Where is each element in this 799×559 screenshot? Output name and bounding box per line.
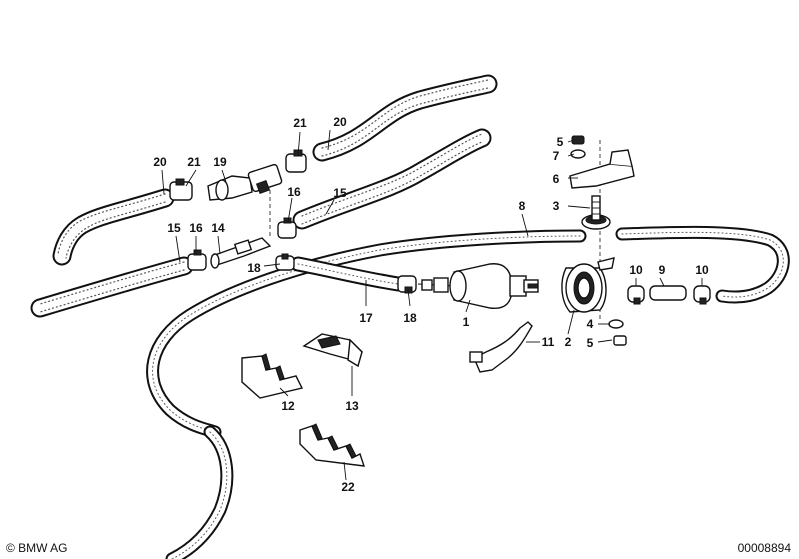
nut-5-lower [613,335,627,346]
clamp-21-left [169,178,193,201]
connector-19 [207,163,283,201]
callout-5-upper: 5 [557,135,564,149]
clamp-16-upper [277,217,297,239]
callout-20-left: 20 [153,155,167,169]
callout-16-lower: 16 [189,221,203,235]
bracket-13 [302,333,364,368]
hose-20-upper [312,74,498,162]
callout-14: 14 [211,221,225,235]
callout-19: 19 [213,155,227,169]
callout-11: 11 [542,335,555,349]
clamp-18-left [275,253,295,271]
callout-10-left: 10 [629,263,643,277]
callout-5-lower: 5 [587,336,594,350]
washer-4 [608,319,624,329]
leader-lines [161,129,703,481]
clamp-21-right [285,149,307,173]
callout-18-right: 18 [403,311,417,325]
clamp-10-left [627,285,645,305]
clip-22 [299,423,366,467]
hose-15-upper [292,128,492,230]
callout-4: 4 [587,317,594,331]
callout-21-left: 21 [187,155,201,169]
hose-8-right [615,225,790,304]
callout-8: 8 [519,199,526,213]
hose-20-left [52,188,175,266]
connector-14 [210,237,272,269]
callout-1: 1 [463,315,470,329]
callout-2: 2 [565,335,572,349]
hose-group [30,74,790,559]
callout-6: 6 [553,172,560,186]
callout-21-upper: 21 [293,116,307,130]
hose-15-lower [30,256,194,318]
callout-15-upper: 15 [333,186,347,200]
clamp-10-right [693,285,711,305]
callout-labels: 1 2 3 4 5 5 6 7 8 9 10 10 11 12 13 14 15… [153,115,709,494]
washer-7 [570,149,586,159]
document-number: 00008894 [737,541,791,555]
hose-8-long [146,229,587,439]
hose-piece-9 [649,285,687,301]
clamp-16-lower [187,249,207,271]
nut-5-upper [571,135,585,145]
callout-9: 9 [659,263,666,277]
callout-10-right: 10 [695,263,709,277]
callout-20-upper: 20 [333,115,347,129]
clip-12 [241,353,304,399]
callout-12: 12 [281,399,295,413]
fuel-pump [417,263,539,309]
callout-16-upper: 16 [287,185,301,199]
callout-7: 7 [553,149,560,163]
callout-3: 3 [553,199,560,213]
hose-8-tail [165,425,234,559]
callout-17: 17 [359,311,373,325]
callout-15-lower: 15 [167,221,181,235]
mount-rubber-3 [581,195,611,230]
pump-carrier [561,257,615,313]
callout-13: 13 [345,399,359,413]
strap-11 [469,321,533,373]
callout-18-left: 18 [247,261,261,275]
copyright-notice: © BMW AG [6,541,68,555]
clamp-18-right [397,275,417,294]
callout-22: 22 [341,480,355,494]
bracket-6 [569,149,635,189]
hose-17 [290,256,406,292]
